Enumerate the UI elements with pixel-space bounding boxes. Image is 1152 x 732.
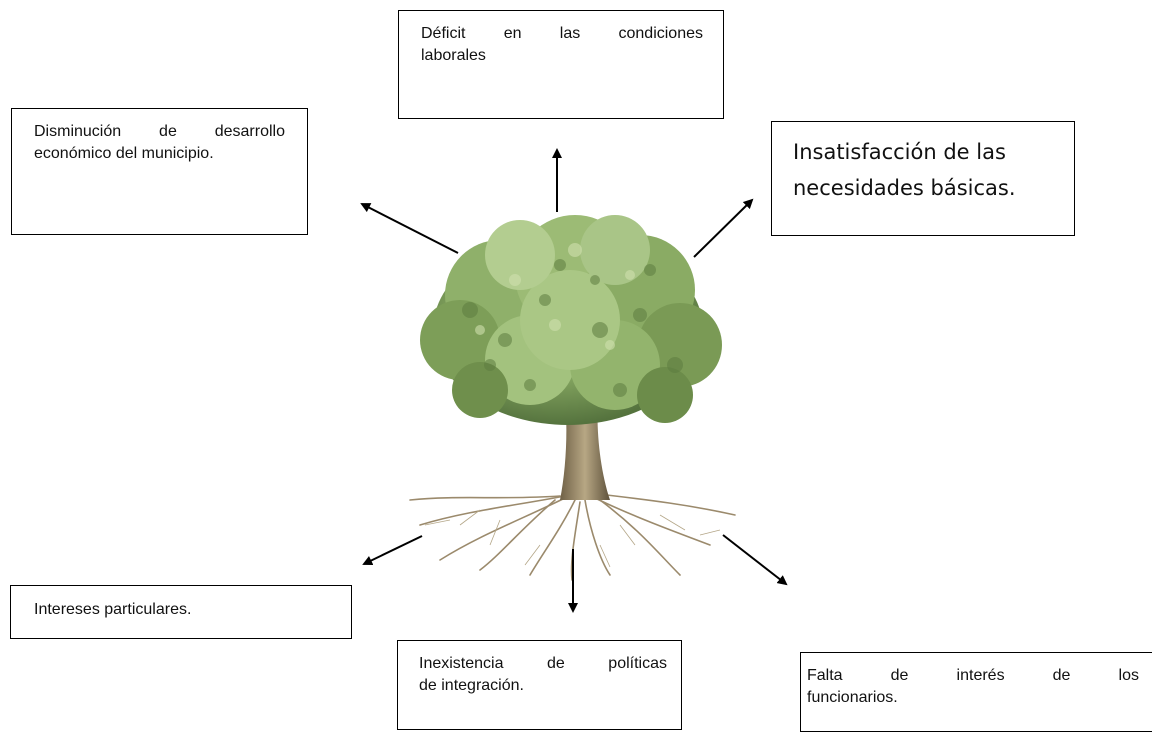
effect-box-basic-needs: Insatisfacción de las necesidades básica… [771,121,1075,236]
effect-text-line-1: Déficit en las condiciones [421,25,703,42]
cause-text-line-2: de integración. [419,677,524,694]
arrow-to-officials-interest [722,534,788,586]
effect-text-line-2: laborales [421,47,486,64]
diagram-graphics [360,148,788,613]
cause-text-line-1: Inexistencia de políticas [419,655,667,672]
cause-text-line-2: funcionarios. [807,689,898,706]
effect-text-line-1: Insatisfacción de las [793,140,1006,164]
arrows [360,148,788,613]
arrow-to-basic-needs [693,198,754,258]
arrow-to-particular-interests [362,535,423,566]
effect-box-working-conditions: Déficit en las condiciones laborales [398,10,724,119]
cause-box-particular-interests: Intereses particulares. [10,585,352,639]
tree-illustration [409,215,736,581]
cause-text-line-1: Intereses particulares. [34,601,192,618]
tree-foliage [420,215,722,425]
effect-text-line-1: Disminución de desarrollo [34,123,285,140]
effect-box-economic-development: Disminución de desarrollo económico del … [11,108,308,235]
cause-text-line-1: Falta de interés de los [807,667,1139,684]
arrow-to-economic-development [360,203,459,254]
effect-text-line-2: económico del municipio. [34,145,214,162]
effect-text-line-2: necesidades básicas. [793,176,1016,200]
tree-roots [409,493,736,581]
cause-box-integration-policies: Inexistencia de políticas de integración… [397,640,682,730]
